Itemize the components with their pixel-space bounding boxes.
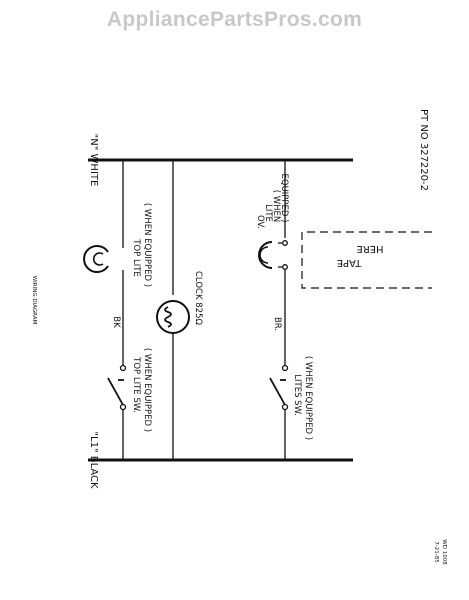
- wire-bk-label: BK: [111, 316, 121, 328]
- lites-sw-label: LITES SW.: [292, 374, 302, 415]
- part-number: PT NO 327220-2: [418, 109, 429, 191]
- lites-sw-contact-upper: [281, 364, 289, 372]
- clock-coil-symbol: [164, 306, 172, 328]
- ov-lite-label-1: OV.: [255, 215, 265, 229]
- top-lite-note: ( WHEN EQUIPPED ): [142, 203, 152, 287]
- lites-sw-blade: [269, 377, 286, 406]
- lites-sw-note: ( WHEN EQUIPPED ): [303, 356, 313, 440]
- top-lite-sw-contact-lower: [119, 403, 127, 411]
- top-lite-sw-blade: [107, 377, 124, 406]
- ov-lite-label-2: LITE: [263, 204, 273, 222]
- here-label: HERE: [356, 243, 383, 254]
- clock-label: CLOCK 825Ω: [193, 271, 203, 325]
- clock-motor-symbol: [156, 300, 190, 334]
- tape-here-box: [301, 231, 432, 289]
- watermark: AppliancePartsPros.com: [106, 8, 363, 31]
- ov-lite-label-4: EQUIPPED ): [279, 174, 289, 223]
- wire-br-label: BR.: [272, 317, 282, 331]
- diagram-title: WIRING DIAGRAM: [31, 276, 37, 325]
- date-code-1: 7-21-85: [433, 541, 439, 563]
- top-lite-sw-contact-upper: [119, 364, 127, 372]
- rail-n-label: "N" WHITE: [88, 134, 99, 187]
- ov-lite-label-3: ( WHEN: [271, 190, 281, 223]
- top-lite-label: TOP LITE: [131, 238, 141, 277]
- tape-label: TAPE: [337, 257, 363, 268]
- ov-lite-terminal-lower: [282, 264, 288, 270]
- ov-lite-bulb: [258, 241, 273, 269]
- lites-sw-contact-lower: [281, 403, 289, 411]
- top-lite-sw-note: ( WHEN EQUIPPED ): [142, 348, 152, 432]
- ov-lite-terminal-upper: [282, 240, 288, 246]
- date-code-2: WD 1008: [441, 539, 447, 565]
- top-lite-filament: [92, 252, 104, 266]
- rail-l1-label: "L1" BLACK: [88, 431, 99, 489]
- top-lite-bulb: [83, 245, 109, 273]
- ov-lite-filament: [259, 246, 269, 264]
- top-lite-sw-label: TOP LITE SW.: [131, 356, 141, 413]
